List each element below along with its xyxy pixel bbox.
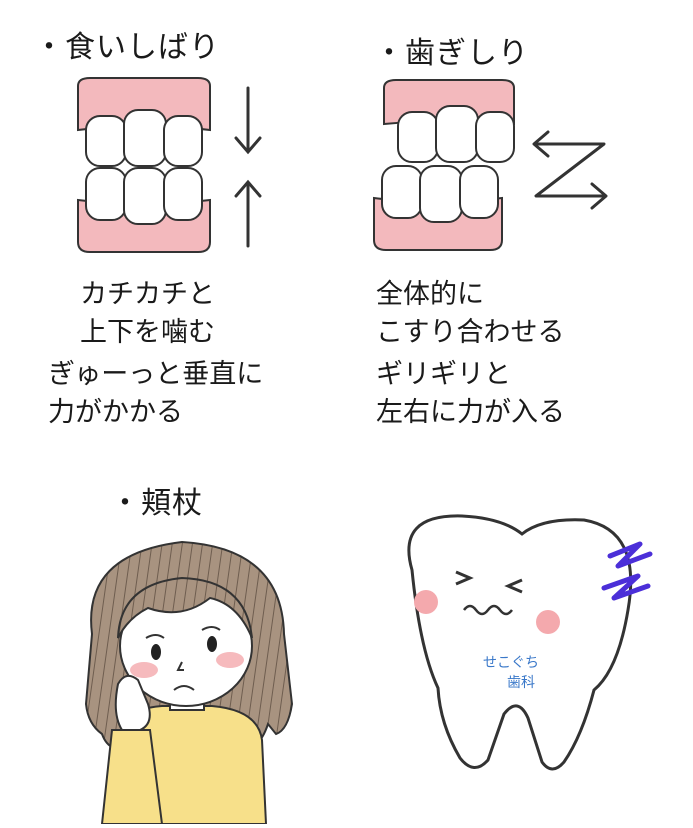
bangs	[117, 576, 253, 639]
grinding-teeth-illustration	[373, 79, 608, 251]
clinic-name-line-1: せこぐち	[483, 655, 539, 671]
lower-tooth-1	[381, 165, 423, 219]
cheek-rest-title: ・頬杖	[110, 486, 203, 521]
girl-resting-cheek-illustration	[84, 540, 294, 824]
lower-tooth-1	[85, 167, 127, 221]
upper-tooth-3	[163, 115, 203, 167]
down-arrow-icon	[234, 86, 262, 155]
sleeve	[100, 729, 164, 824]
clenching-line-1: カチカチと	[80, 279, 215, 310]
upper-tooth-1	[85, 115, 127, 167]
grinding-line-2: こすり合わせる	[376, 317, 565, 348]
wavy-mouth	[463, 604, 513, 616]
lower-tooth-2	[419, 165, 463, 223]
upper-tooth-1	[397, 111, 439, 163]
right-squint-eye	[504, 578, 523, 594]
right-eye	[207, 636, 217, 652]
left-cheek	[414, 590, 438, 614]
grinding-line-4: 左右に力が入る	[376, 397, 565, 428]
right-blush	[216, 652, 244, 668]
upper-tooth-2	[123, 109, 167, 167]
grinding-title: ・歯ぎしり	[374, 36, 529, 71]
mouth	[173, 685, 195, 691]
clinic-name-line-2: 歯科	[507, 675, 535, 691]
up-arrow-icon	[234, 179, 262, 248]
clenching-teeth-illustration	[77, 77, 262, 253]
lower-tooth-2	[123, 167, 167, 225]
clenching-line-3: ぎゅーっと垂直に	[48, 359, 264, 390]
right-cheek	[536, 610, 560, 634]
clenching-line-2: 上下を噛む	[80, 317, 215, 348]
tooth-character-illustration	[407, 514, 653, 771]
left-blush	[130, 662, 158, 678]
hand	[114, 674, 151, 731]
grinding-line-1: 全体的に	[376, 279, 484, 310]
upper-tooth-2	[435, 105, 479, 163]
lightning-bolt-icon-2	[601, 573, 651, 601]
left-squint-eye	[455, 570, 474, 586]
zigzag-arrow-icon	[532, 130, 608, 210]
left-eye	[151, 644, 161, 660]
clenching-title: ・食いしばり	[34, 30, 220, 65]
clenching-line-4: 力がかかる	[48, 397, 183, 428]
lower-tooth-3	[163, 167, 203, 221]
nose	[176, 661, 184, 671]
lightning-bolt-icon-1	[607, 541, 653, 569]
grinding-line-3: ギリギリと	[376, 359, 511, 390]
tooth-body	[407, 514, 633, 771]
upper-tooth-3	[475, 111, 515, 163]
lower-tooth-3	[459, 165, 499, 219]
